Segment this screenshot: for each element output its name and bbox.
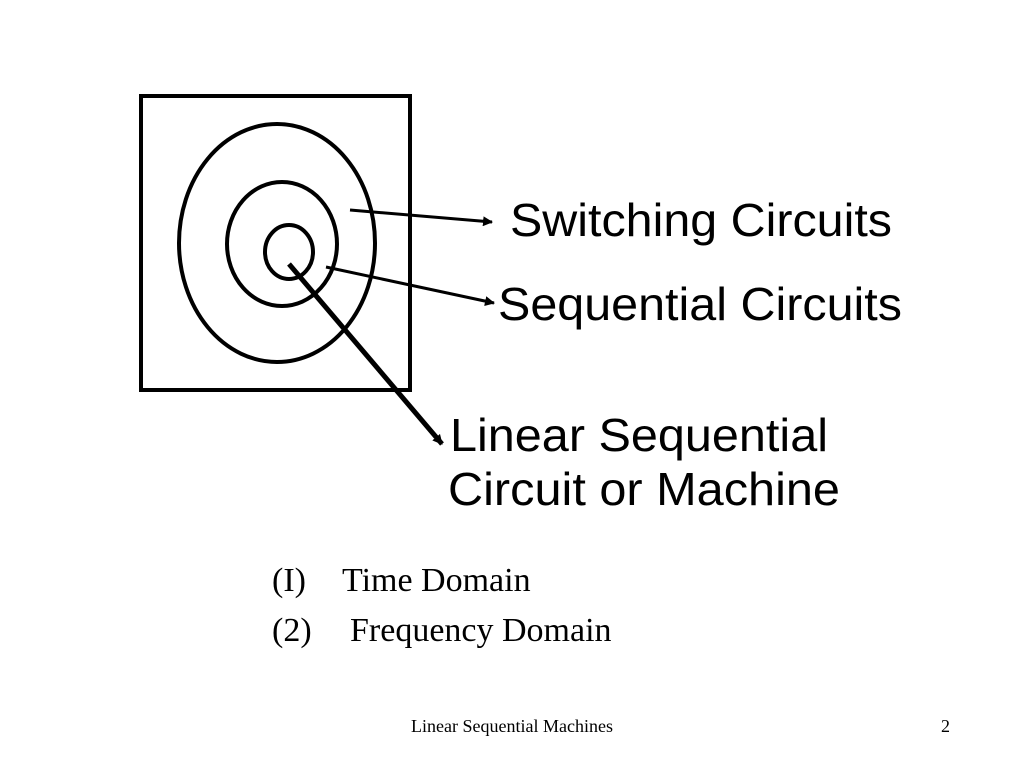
list-item: (I) Time Domain — [272, 556, 612, 606]
linear-sequential-label-line1: Linear Sequential — [450, 409, 828, 461]
linear-sequential-arrow — [287, 262, 444, 446]
switching-circuits-arrow — [349, 208, 493, 227]
list-item-text: Frequency Domain — [350, 612, 612, 649]
switching-circuits-ellipse — [177, 122, 377, 364]
footer-title: Linear Sequential Machines — [411, 716, 613, 736]
outer-square — [139, 94, 412, 392]
switching-circuits-label: Switching Circuits — [510, 194, 892, 246]
sequential-circuits-label: Sequential Circuits — [498, 278, 902, 330]
linear-sequential-label-line2: Circuit or Machine — [448, 463, 840, 515]
linear-sequential-ellipse — [263, 223, 315, 281]
list-item-text: Time Domain — [342, 562, 531, 599]
page-number: 2 — [941, 716, 950, 736]
sequential-circuits-arrow — [325, 265, 495, 307]
list-item: (2) Frequency Domain — [272, 606, 612, 656]
domain-list: (I) Time Domain (2) Frequency Domain — [272, 556, 612, 656]
sequential-circuits-ellipse — [225, 180, 339, 308]
list-item-number: (2) — [272, 612, 312, 649]
list-item-number: (I) — [272, 562, 306, 599]
